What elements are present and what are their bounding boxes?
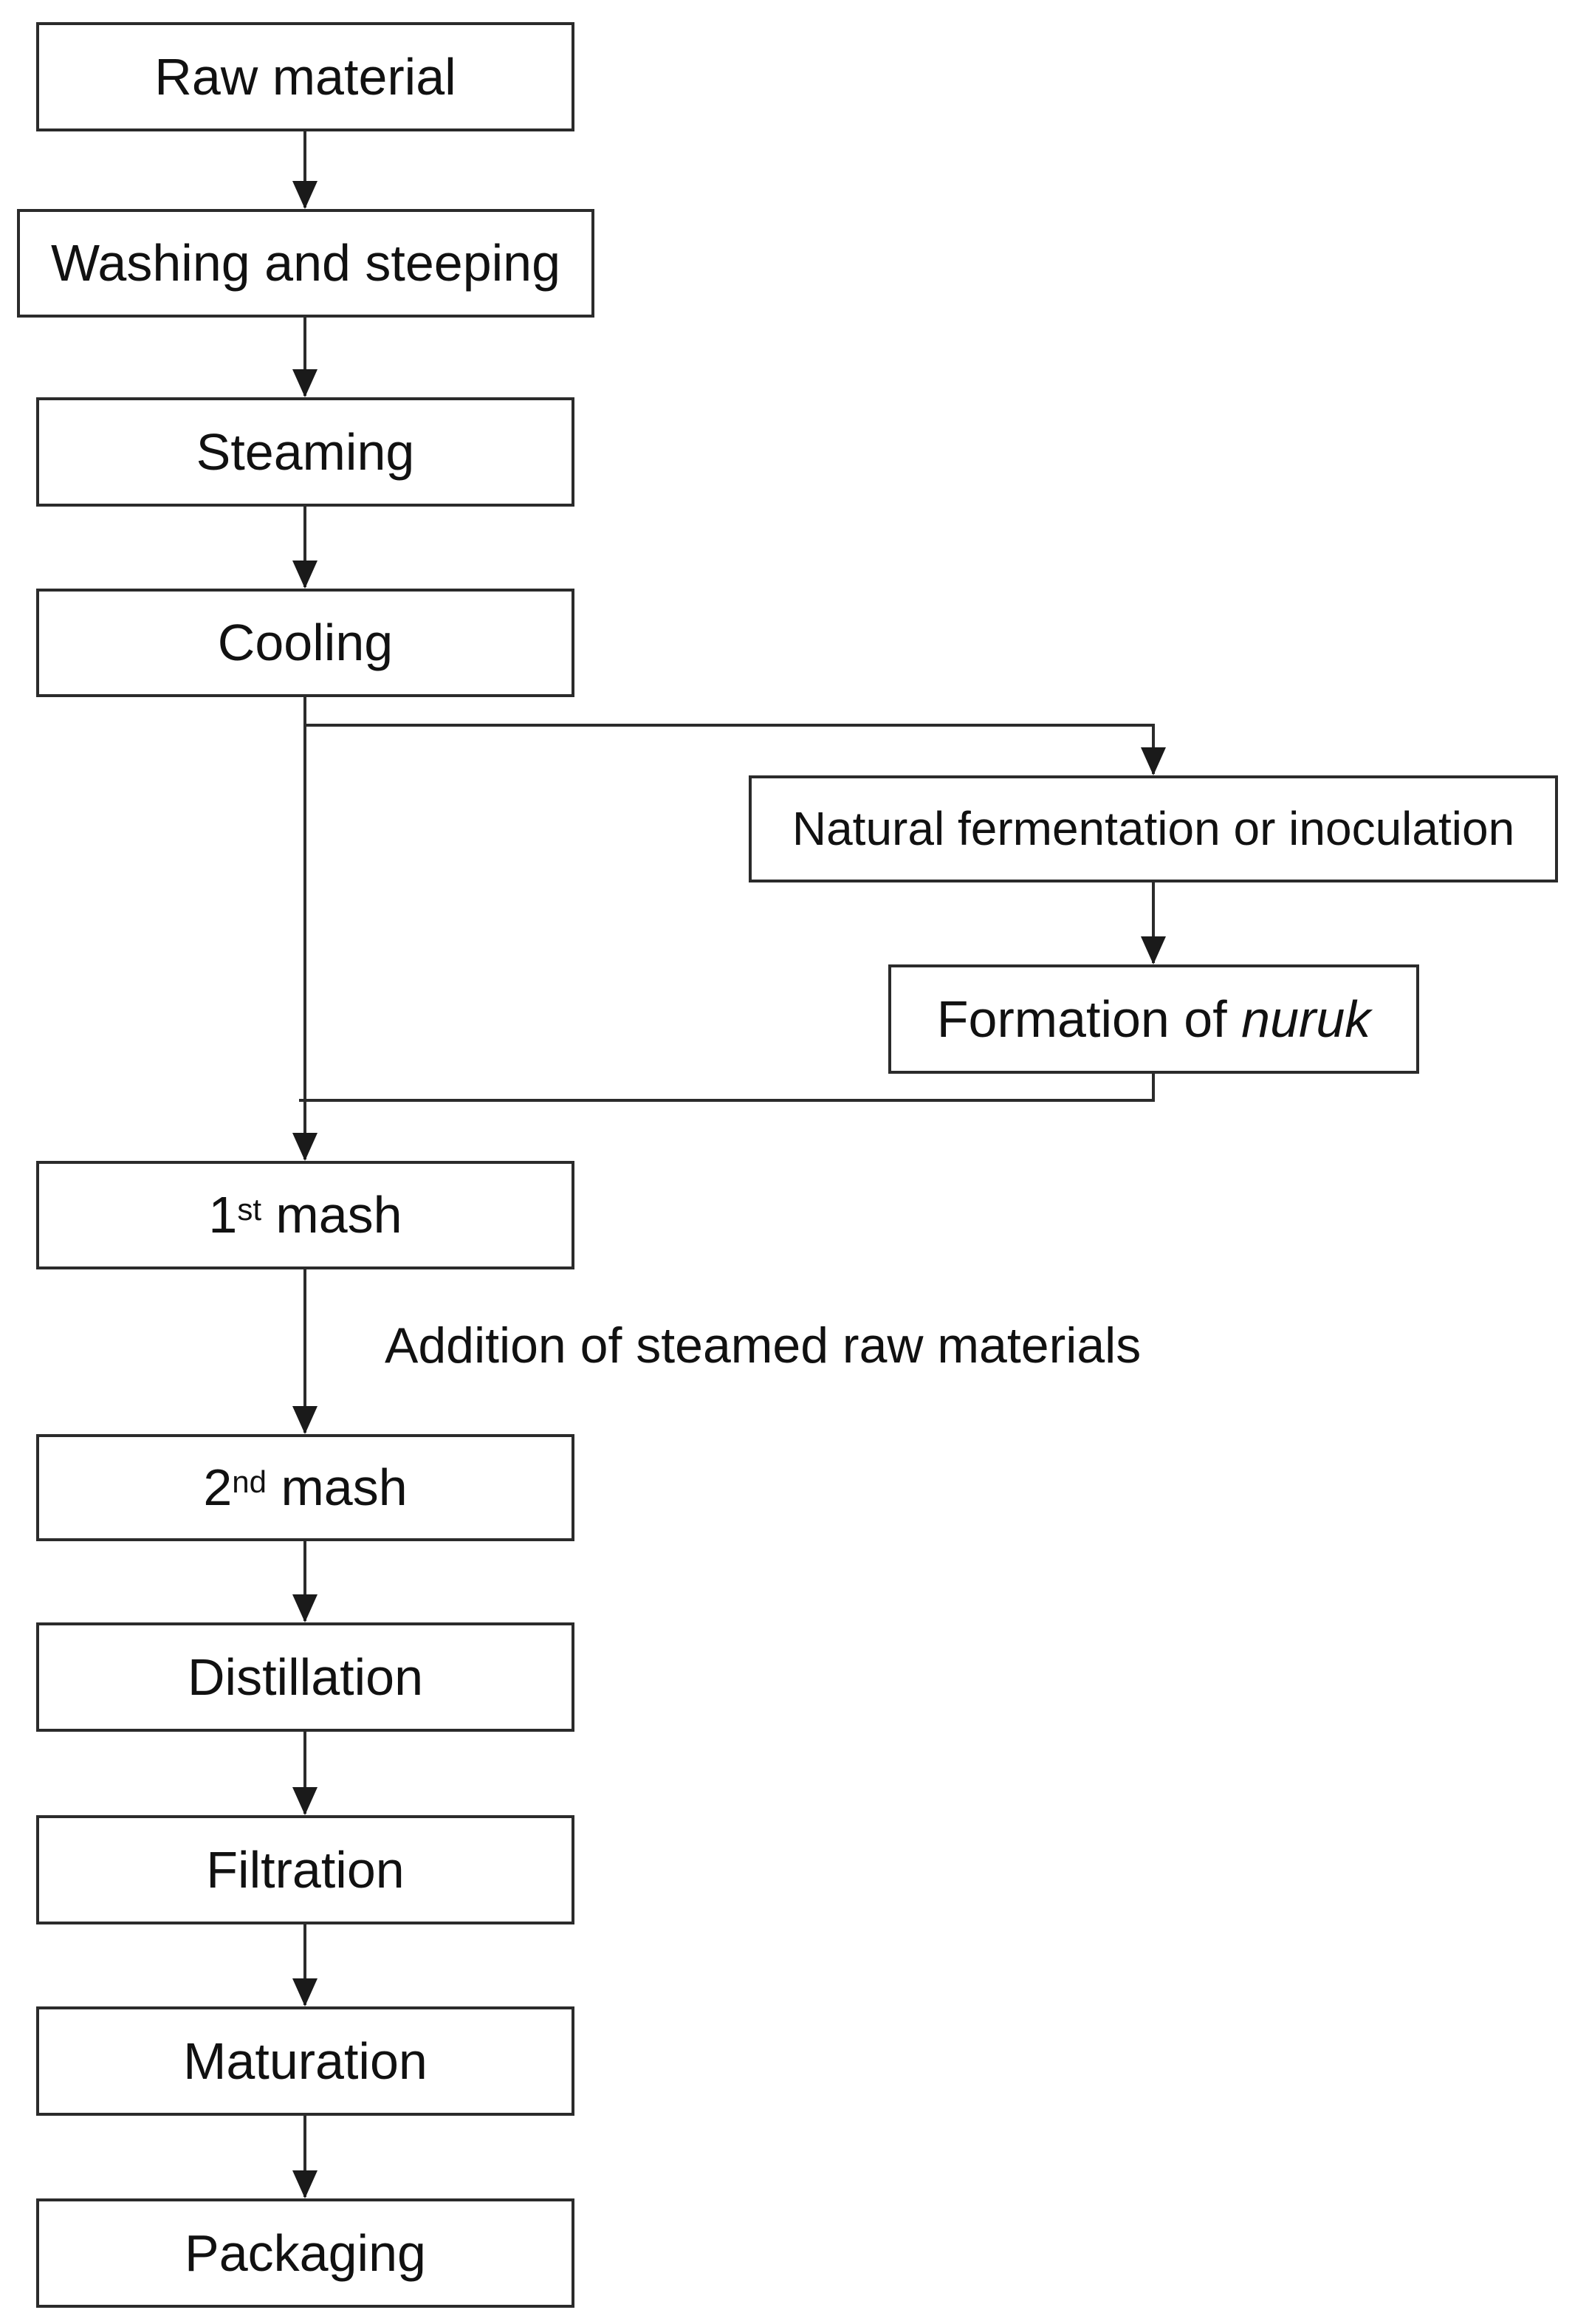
ordinal-suffix: nd: [232, 1464, 267, 1500]
arrowhead-icon: [292, 369, 318, 397]
node-label-number: 2: [203, 1459, 233, 1517]
node-label: 1st mash: [208, 1185, 402, 1245]
arrowhead-icon: [292, 1594, 318, 1622]
arrowhead-icon: [292, 1787, 318, 1815]
ordinal-suffix: st: [237, 1192, 261, 1227]
arrowhead-icon: [1141, 747, 1166, 775]
node-label-prefix: Formation of: [936, 990, 1242, 1048]
node-label: Natural fermentation or inoculation: [792, 801, 1515, 855]
node-label: Washing and steeping: [50, 234, 561, 292]
flowchart-node-steaming: Steaming: [36, 397, 574, 507]
node-label-rest: mash: [267, 1459, 408, 1517]
arrowhead-icon: [1141, 936, 1166, 964]
node-label: Filtration: [206, 1840, 405, 1899]
flowchart-node-cooling: Cooling: [36, 589, 574, 697]
arrowhead-icon: [292, 561, 318, 589]
node-label: Distillation: [188, 1648, 423, 1706]
node-label: Packaging: [185, 2224, 426, 2282]
node-label: Cooling: [217, 614, 394, 672]
node-label: Raw material: [154, 47, 456, 106]
node-label: Steaming: [196, 422, 415, 481]
node-label: 2nd mash: [203, 1458, 407, 1518]
flowchart-node-nuruk-formation: Formation of nuruk: [888, 964, 1419, 1074]
flowchart-node-distillation: Distillation: [36, 1622, 574, 1732]
arrowhead-icon: [292, 2170, 318, 2198]
flowchart-node-natural-fermentation: Natural fermentation or inoculation: [749, 775, 1558, 882]
flowchart-node-first-mash: 1st mash: [36, 1161, 574, 1269]
flowchart-node-packaging: Packaging: [36, 2198, 574, 2308]
node-label-rest: mash: [261, 1186, 402, 1244]
connector-cooling-to-fermentation: [305, 724, 1155, 774]
node-label-number: 1: [208, 1186, 238, 1244]
node-label: Maturation: [183, 2032, 428, 2090]
arrowhead-icon: [292, 1133, 318, 1161]
flowchart-node-washing-and-steeping: Washing and steeping: [17, 209, 594, 318]
arrowhead-icon: [292, 1978, 318, 2006]
flowchart-node-raw-material: Raw material: [36, 22, 574, 131]
flowchart-node-filtration: Filtration: [36, 1815, 574, 1924]
flowchart-node-second-mash: 2nd mash: [36, 1434, 574, 1541]
arrowhead-icon: [292, 1406, 318, 1434]
arrowhead-icon: [292, 181, 318, 209]
node-label: Formation of nuruk: [937, 990, 1371, 1049]
edge-annotation-addition-of-steamed-raw-materials: Addition of steamed raw materials: [385, 1317, 1142, 1374]
flowchart-node-maturation: Maturation: [36, 2006, 574, 2116]
node-label-italic-term: nuruk: [1241, 990, 1371, 1048]
connector-nuruk-to-first-mash: [299, 1074, 1155, 1102]
